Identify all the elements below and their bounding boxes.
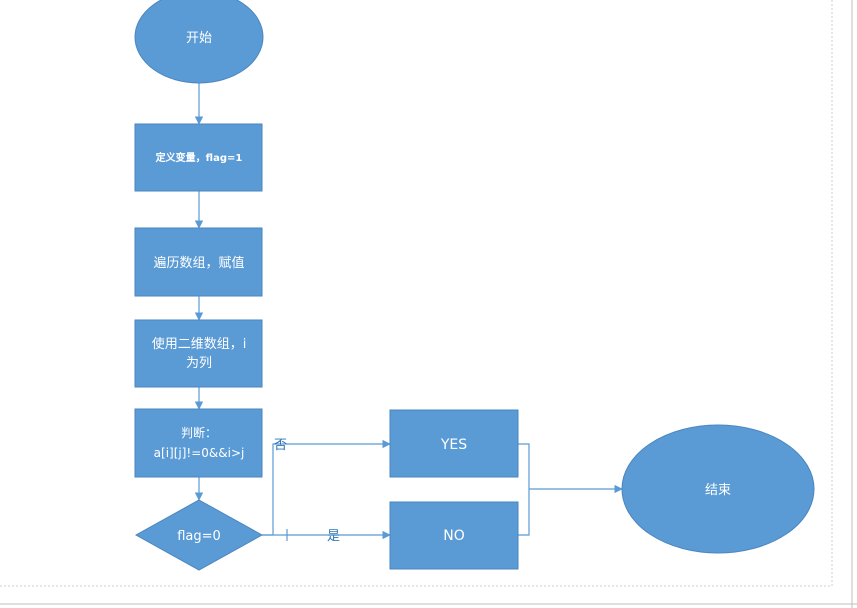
define-variables-label: 定义变量，flag=1 [156, 151, 243, 164]
no-node[interactable] [389, 501, 519, 570]
judge-label-line1: 判断： [181, 425, 217, 440]
edge-no-merge [518, 489, 530, 536]
start-node[interactable] [134, 0, 264, 84]
edge-label-yes: 是 [327, 529, 340, 544]
yes-label: YES [440, 437, 467, 453]
end-node-label: 结束 [705, 483, 731, 498]
edge-label-no: 否 [274, 438, 287, 453]
no-label: NO [443, 528, 465, 544]
use-2d-array-label-line1: 使用二维数组，i [152, 336, 247, 352]
edge-yes-merge [518, 443, 530, 489]
define-variables-node[interactable] [134, 123, 263, 192]
use-2d-array-label-line2: 为列 [186, 356, 212, 371]
traverse-array-node[interactable] [134, 227, 263, 297]
decision-label: flag=0 [177, 529, 221, 544]
edge-decision-yes-box [262, 439, 391, 536]
judge-label-line2: a[i][j]!=0&&i>j [154, 446, 245, 460]
decision-node[interactable] [134, 499, 264, 571]
judge-node[interactable] [134, 408, 263, 478]
end-node[interactable] [621, 424, 815, 554]
traverse-array-label: 遍历数组，赋值 [153, 255, 244, 271]
start-node-label: 开始 [186, 31, 212, 46]
use-2d-array-node[interactable] [134, 319, 263, 388]
yes-node[interactable] [389, 409, 519, 478]
